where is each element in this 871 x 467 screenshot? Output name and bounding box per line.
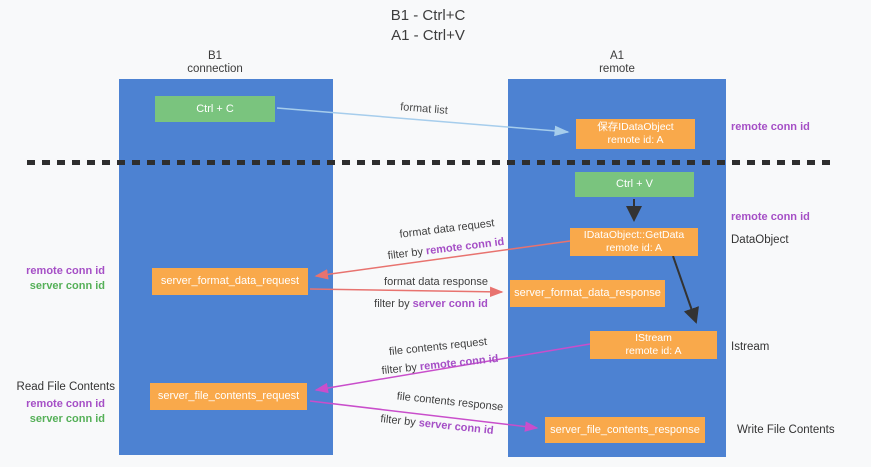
- label-left-server-conn-id-1: server conn id: [29, 280, 105, 292]
- edge-label-format-data-response: format data response: [384, 276, 488, 288]
- label-remote-conn-id-mid: remote conn id: [731, 211, 810, 223]
- label-istream: Istream: [731, 341, 770, 353]
- label-read-file-contents: Read File Contents: [16, 381, 115, 393]
- node-server-format-data-request-label: server_format_data_request: [160, 275, 300, 287]
- dashed-divider: [27, 160, 833, 165]
- node-istream: IStream remote id: A: [590, 331, 717, 359]
- label-left-remote-conn-id-2: remote conn id: [26, 398, 105, 410]
- edge-label-file-contents-response-filter: filter by server conn id: [380, 413, 494, 437]
- remote-conn-id-key: remote conn id: [425, 235, 505, 258]
- lane-a1-name: A1: [609, 50, 625, 62]
- filter-prefix: filter by: [381, 361, 421, 378]
- server-conn-id-key: server conn id: [412, 298, 488, 310]
- lane-header-b1: B1 connection: [155, 50, 275, 76]
- node-server-format-data-request: server_format_data_request: [152, 268, 308, 295]
- node-save-idataobject-line1: 保存IDataObject: [597, 121, 674, 133]
- lane-b1-name: B1: [207, 50, 223, 62]
- label-dataobject: DataObject: [731, 234, 789, 246]
- label-left-server-conn-id-2: server conn id: [29, 413, 105, 425]
- node-ctrl-v-label: Ctrl + V: [616, 178, 653, 190]
- server-conn-id-key: server conn id: [418, 417, 495, 437]
- node-istream-line1: IStream: [635, 332, 672, 344]
- node-ctrl-c-label: Ctrl + C: [196, 102, 234, 115]
- edge-label-format-list: format list: [399, 101, 449, 117]
- node-ctrl-v: Ctrl + V: [575, 172, 694, 197]
- node-server-format-data-response: server_format_data_response: [510, 280, 665, 307]
- title-line-2: A1 - Ctrl+V: [391, 27, 465, 44]
- edge-label-format-data-response-filter: filter by server conn id: [374, 298, 488, 310]
- remote-conn-id-key: remote conn id: [419, 352, 499, 374]
- node-server-file-contents-request-label: server_file_contents_request: [157, 390, 300, 402]
- filter-prefix: filter by: [379, 413, 420, 430]
- node-server-file-contents-response: server_file_contents_response: [545, 417, 705, 443]
- node-istream-line2: remote id: A: [625, 345, 682, 357]
- lane-b1-subtitle: connection: [187, 63, 243, 75]
- lane-header-a1: A1 remote: [557, 50, 677, 76]
- node-save-idataobject: 保存IDataObject remote id: A: [576, 119, 695, 149]
- node-server-file-contents-request: server_file_contents_request: [150, 383, 307, 410]
- node-idataobject-getdata-line2: remote id: A: [605, 242, 663, 254]
- lane-a1-subtitle: remote: [599, 63, 635, 75]
- label-remote-conn-id-top: remote conn id: [731, 121, 810, 133]
- filter-prefix: filter by: [387, 245, 427, 263]
- edge-label-format-data-request: format data request: [398, 217, 496, 241]
- node-idataobject-getdata: IDataObject::GetData remote id: A: [570, 228, 698, 256]
- filter-prefix: filter by: [374, 298, 413, 310]
- node-server-file-contents-response-label: server_file_contents_response: [550, 423, 700, 436]
- label-left-remote-conn-id-1: remote conn id: [26, 265, 105, 277]
- node-server-format-data-response-label: server_format_data_response: [514, 287, 661, 299]
- edge-label-file-contents-response: file contents response: [396, 390, 504, 414]
- node-ctrl-c: Ctrl + C: [155, 96, 275, 122]
- label-write-file-contents: Write File Contents: [737, 424, 835, 436]
- title-line-1: B1 - Ctrl+C: [390, 7, 466, 24]
- diagram-title: B1 - Ctrl+C A1 - Ctrl+V: [391, 6, 466, 46]
- format-data-response-arrow: [309, 286, 504, 298]
- node-idataobject-getdata-line1: IDataObject::GetData: [583, 229, 685, 241]
- node-save-idataobject-line2: remote id: A: [607, 134, 664, 146]
